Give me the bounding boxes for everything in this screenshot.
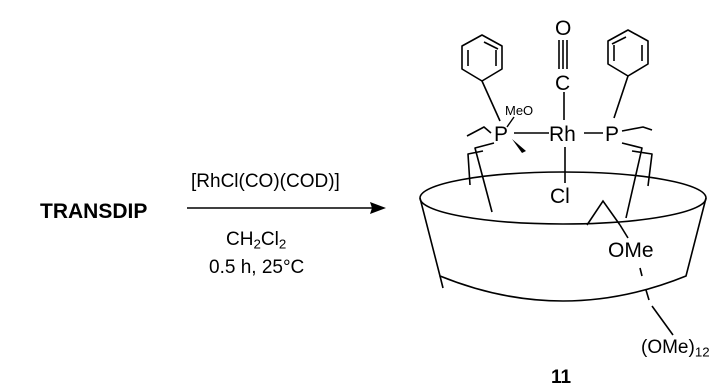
reaction-arrow (187, 202, 386, 214)
left-phenyl-ring (461, 34, 503, 122)
atom-oxygen: O (555, 17, 572, 40)
methoxy-label: OMe (608, 239, 654, 262)
conditions-label: 0.5 h, 25°C (209, 257, 305, 278)
atom-chlorine: Cl (550, 185, 570, 208)
solvent-subscript: 2 (278, 236, 287, 252)
atom-carbon: C (555, 72, 571, 95)
solvent-subscript: 2 (253, 236, 261, 252)
solvent-part: CH (226, 229, 254, 250)
atom-phosphorus-left: P (494, 123, 509, 146)
atom-phosphorus-right: P (605, 123, 620, 146)
reagent-label: [RhCl(CO)(COD)] (191, 171, 340, 192)
repeat-group: (OMe) (641, 337, 695, 358)
wedge-bond (512, 139, 526, 153)
cyclodextrin-cavity (419, 171, 707, 336)
reactant-label: TRANSDIP (40, 200, 148, 223)
repeat-group-label: (OMe)12 (641, 337, 710, 360)
methoxy-bond (506, 116, 515, 128)
solvent-label: CH2Cl2 (226, 229, 287, 252)
solvent-part: Cl (260, 229, 279, 250)
right-phenyl-ring (607, 29, 649, 119)
carbonyl-bonds (558, 40, 568, 120)
phosphine-linkers (466, 126, 653, 219)
methoxy-small-label: MeO (505, 103, 534, 118)
compound-number: 11 (551, 367, 572, 388)
coordination-bonds (514, 132, 603, 183)
atom-rhodium: Rh (549, 123, 576, 146)
repeat-count: 12 (694, 344, 710, 360)
